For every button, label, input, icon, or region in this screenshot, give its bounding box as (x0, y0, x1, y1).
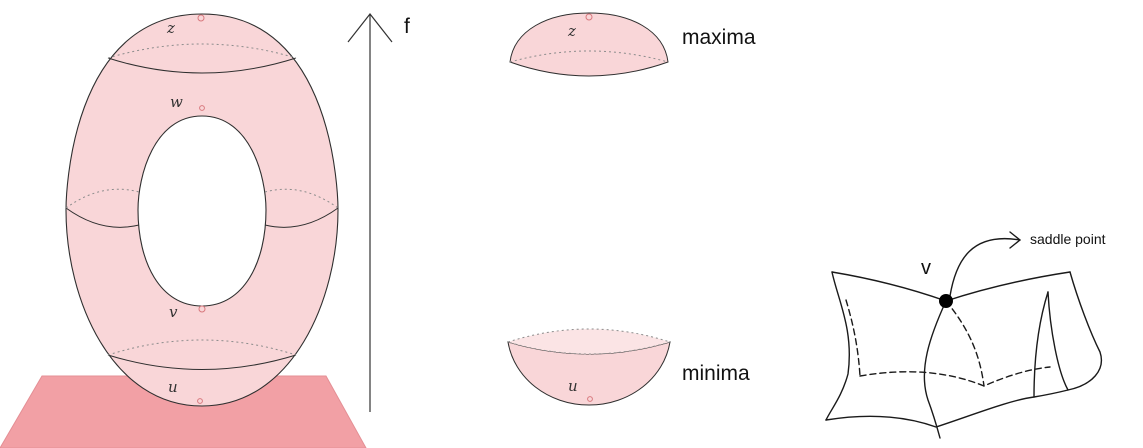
saddle-left-edge (825, 271, 850, 421)
bottom-latitude-back (107, 339, 297, 356)
label-v: v (169, 303, 178, 321)
minima-cap: u minima (506, 328, 750, 406)
bottom-latitude-front (107, 354, 297, 370)
minima-point (587, 396, 593, 402)
saddle-pointer-arrowhead (1009, 231, 1021, 249)
critical-point-z (197, 14, 205, 22)
right-meridian-back (264, 188, 339, 209)
saddle-hidden-front (945, 300, 985, 387)
top-latitude-back (107, 43, 297, 59)
torus-figure: z w v u (0, 13, 367, 448)
f-axis-arrowhead (347, 13, 393, 43)
maxima-cap-shape (509, 12, 669, 77)
saddle-right-edge (1047, 271, 1102, 391)
minima-point-label: u (568, 377, 578, 395)
left-meridian-front (65, 207, 140, 228)
right-meridian-front (264, 207, 339, 228)
f-axis-label: f (404, 15, 410, 38)
maxima-cap-back (509, 50, 669, 63)
label-z: z (166, 19, 175, 37)
top-latitude-front (107, 57, 297, 74)
critical-point-u (197, 398, 203, 404)
critical-point-w (199, 105, 205, 111)
saddle-figure (825, 231, 1102, 439)
maxima-caption: maxima (682, 26, 756, 49)
saddle-pointer-curve (949, 237, 1021, 297)
saddle-point (939, 294, 953, 308)
saddle-hidden-mid (859, 366, 1051, 387)
minima-cap-rim-back (506, 328, 672, 355)
critical-point-v (198, 305, 206, 313)
saddle-bottom-edge (825, 389, 1069, 428)
left-meridian-back (65, 188, 140, 209)
saddle-caption: saddle point (1030, 231, 1106, 247)
label-u: u (168, 378, 178, 396)
label-w: w (170, 93, 183, 111)
f-axis: f (347, 13, 410, 412)
maxima-point (585, 13, 593, 21)
maxima-cap: z maxima (509, 12, 756, 77)
saddle-hidden-left (845, 299, 861, 377)
saddle-front-fold (923, 300, 947, 439)
saddle-right-fold (1033, 291, 1049, 398)
maxima-point-label: z (567, 22, 576, 40)
minima-caption: minima (682, 362, 750, 385)
saddle-point-label: v (921, 257, 931, 279)
